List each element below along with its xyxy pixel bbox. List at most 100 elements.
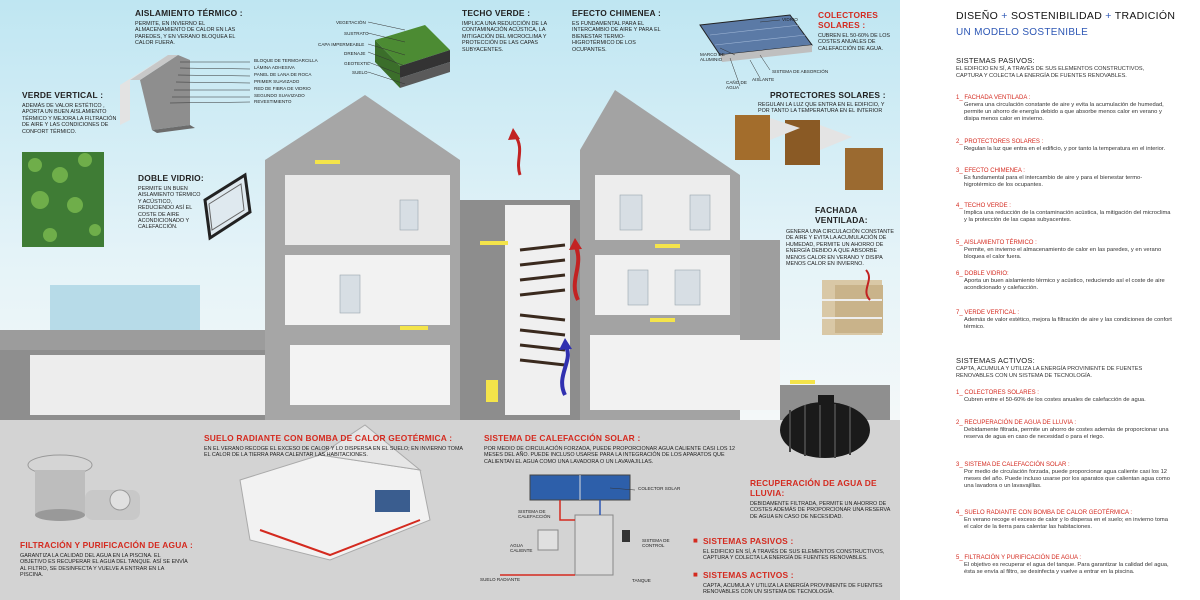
collector-part-label: CAÑO DE AGUA — [726, 80, 747, 90]
legend-bullet: ■ — [693, 536, 698, 545]
pasivo-item-desc: Además de valor estético, mejora la filt… — [964, 317, 1172, 330]
calefaccion-solar-title: SISTEMA DE CALEFACCIÓN SOLAR : — [484, 433, 641, 443]
suelo-radiante-desc: EN EL VERANO RECOGE EL EXCESO DE CALOR Y… — [204, 446, 463, 459]
pasivo-item-title: 2_ PROTECTORES SOLARES : — [956, 139, 1044, 145]
side-annex — [740, 240, 780, 340]
activo-item-title: 2_ RECUPERACIÓN DE AGUA DE LLUVIA : — [956, 420, 1077, 426]
activo-item-title: 4_ SUELO RADIANTE CON BOMBA DE CALOR GEO… — [956, 510, 1133, 516]
activo-item-desc: Cubren entre el 50-60% de los costes anu… — [964, 397, 1146, 403]
title-word: SOSTENIBILIDAD — [1010, 10, 1103, 22]
solar-part-label: SISTEMA DE CALEFACCIÓN — [518, 509, 551, 519]
techo-verde-desc: IMPLICA UNA REDUCCIÓN DE LA CONTAMINACIÓ… — [462, 21, 547, 53]
pasivos-heading: SISTEMAS PASIVOS: — [956, 56, 1035, 65]
verde-vertical-title: VERDE VERTICAL : — [22, 90, 104, 100]
suelo-radiante-title: SUELO RADIANTE CON BOMBA DE CALOR GEOTÉR… — [204, 433, 453, 443]
protectores-desc: REGULAN LA LUZ QUE ENTRA EN EL EDIFICIO,… — [758, 102, 885, 115]
activo-item-title: 3_ SISTEMA DE CALEFACCIÓN SOLAR : — [956, 462, 1070, 468]
info-panel — [908, 0, 1200, 600]
basement-room-right — [590, 335, 780, 410]
roof-layer-label: DRENAJE — [344, 51, 366, 56]
layer-label: RED DE FIBRA DE VIDRIO — [254, 86, 311, 91]
legend-activos-title: SISTEMAS ACTIVOS : — [703, 570, 794, 580]
ground-area — [0, 420, 900, 600]
double-glass-illustration — [203, 172, 252, 241]
efecto-chimenea-title: EFECTO CHIMENEA : — [572, 8, 662, 18]
solar-collector-illustration — [699, 14, 813, 62]
green-roof-illustration — [375, 25, 450, 88]
insulation-layers-illustration — [120, 55, 195, 133]
legend-pasivos-title: SISTEMAS PASIVOS : — [703, 536, 794, 546]
rainwater-tank-illustration — [780, 395, 870, 458]
green-wall-leaves — [28, 153, 101, 242]
basement-left-room — [30, 355, 290, 415]
title-word: TRADICIÓN — [1114, 10, 1176, 22]
layer-label: LÁMINA ADHESIVA — [254, 65, 295, 70]
pasivo-item-desc: Implica una reducción de la contaminació… — [964, 210, 1171, 223]
fachada-title-2: VENTILADA: — [815, 215, 868, 225]
roof-layer-label: SUSTRATO — [344, 31, 369, 36]
doble-vidrio-title: DOBLE VIDRIO: — [138, 173, 204, 183]
lluvia-desc: DEBIDAMENTE FILTRADA, PERMITE UN AHORRO … — [750, 501, 890, 520]
activo-item-desc: Debidamente filtrada, permite un ahorro … — [964, 427, 1169, 440]
legend-bullet: ■ — [693, 570, 698, 579]
roof-layer-label: SUELO — [352, 70, 368, 75]
colectores-desc: CUBREN EL 50-60% DE LOS COSTES ANUALES D… — [818, 33, 891, 52]
activo-item-title: 1_ COLECTORES SOLARES : — [956, 390, 1039, 396]
air-flow-arrows — [508, 128, 582, 396]
stair-shaft — [505, 205, 570, 415]
roof-layer-label: CAPA IMPERMEABLE — [318, 42, 365, 47]
pasivo-item-title: 6_ DOBLE VIDRIO: — [956, 271, 1009, 277]
windows — [339, 194, 711, 314]
verde-vertical-desc: ADEMÁS DE VALOR ESTÉTICO , APORTA UN BUE… — [22, 103, 117, 135]
middle-room-right — [595, 255, 730, 315]
plus-sign: + — [1001, 10, 1008, 22]
layer-label: REVESTIMIENTO — [254, 99, 292, 104]
pool-water — [50, 285, 200, 330]
calefaccion-solar-desc: POR MEDIO DE CIRCULACIÓN FORZADA, PUEDE … — [484, 446, 736, 465]
upper-room-left — [285, 175, 450, 245]
colectores-title-2: SOLARES : — [818, 20, 866, 30]
activo-item-desc: El objetivo es recuperar el agua del tan… — [964, 562, 1169, 575]
aislamiento-title: AISLAMIENTO TÉRMICO : — [135, 8, 243, 18]
roof-layer-label: GEOTEXTIL — [344, 61, 370, 66]
protectores-title: PROTECTORES SOLARES : — [770, 90, 886, 100]
terrace-slab — [0, 330, 290, 350]
solar-part-label: AGUA CALIENTE — [510, 543, 533, 553]
collector-part-label: MARCO DE ALUMINIO — [700, 52, 725, 62]
solar-protector-illustration — [735, 115, 883, 190]
basement-room-left — [290, 345, 450, 405]
collector-part-label: SISTEMA DE ABSORCIÓN — [772, 69, 829, 74]
solar-part-label: SUELO RADIANTE — [480, 577, 521, 582]
filtracion-desc: GARANTIZA LA CALIDAD DEL AGUA EN LA PISC… — [20, 553, 188, 579]
efecto-chimenea-desc: ES FUNDAMENTAL PARA EL INTERCAMBIO DE AI… — [572, 21, 661, 53]
solar-part-label: COLECTOR SOLAR — [638, 486, 681, 491]
title-word: DISEÑO — [956, 10, 999, 22]
activo-item-title: 5_ FILTRACIÓN Y PURIFICACIÓN DE AGUA : — [956, 555, 1082, 561]
solar-part-label: SISTEMA DE CONTROL — [642, 538, 670, 548]
activos-heading: SISTEMAS ACTIVOS: — [956, 356, 1035, 365]
layer-label: SEGUNDO SUAVIZADO — [254, 93, 305, 98]
pasivos-description: EL EDIFICIO EN SÍ, A TRAVÉS DE SUS ELEME… — [956, 66, 1145, 79]
pasivo-item-desc: Es fundamental para el intercambio de ai… — [964, 175, 1143, 188]
leader-lines — [169, 19, 781, 491]
geothermal-house-illustration — [239, 424, 431, 561]
pasivo-item-title: 5_ AISLAMIENTO TÉRMICO : — [956, 240, 1037, 246]
activo-item-desc: En verano recoge el exceso de calor y lo… — [964, 517, 1168, 530]
legend-pasivos-desc: EL EDIFICIO EN SÍ, A TRAVÉS DE SUS ELEME… — [703, 549, 885, 562]
collector-part-label: VIDRIO — [782, 17, 798, 22]
fachada-title-1: FACHADA — [815, 205, 858, 215]
pasivo-item-desc: Regulan la luz que entra en el edificio,… — [964, 146, 1166, 152]
middle-room-left — [285, 255, 450, 325]
fachada-desc: GENERA UNA CIRCULACIÓN CONSTANTE DE AIRE… — [786, 229, 895, 268]
activos-description: CAPTA, ACUMULA Y UTILIZA LA ENERGÍA PROV… — [956, 366, 1143, 379]
lluvia-title-1: RECUPERACIÓN DE AGUA DE — [750, 478, 877, 488]
lluvia-title-2: LLUVIA: — [750, 488, 785, 498]
solar-part-label: TANQUE — [632, 578, 651, 583]
solar-heating-illustration — [500, 474, 631, 576]
pasivo-item-title: 3_ EFECTO CHIMENEA : — [956, 168, 1025, 174]
house-section-illustration — [0, 14, 890, 576]
pool-filter-illustration — [27, 454, 140, 521]
colectores-title-1: COLECTORES — [818, 10, 879, 20]
activo-item-desc: Por medio de circulación forzada, puede … — [964, 469, 1170, 489]
panel-subtitle: UN MODELO SOSTENIBLE — [956, 27, 1089, 38]
